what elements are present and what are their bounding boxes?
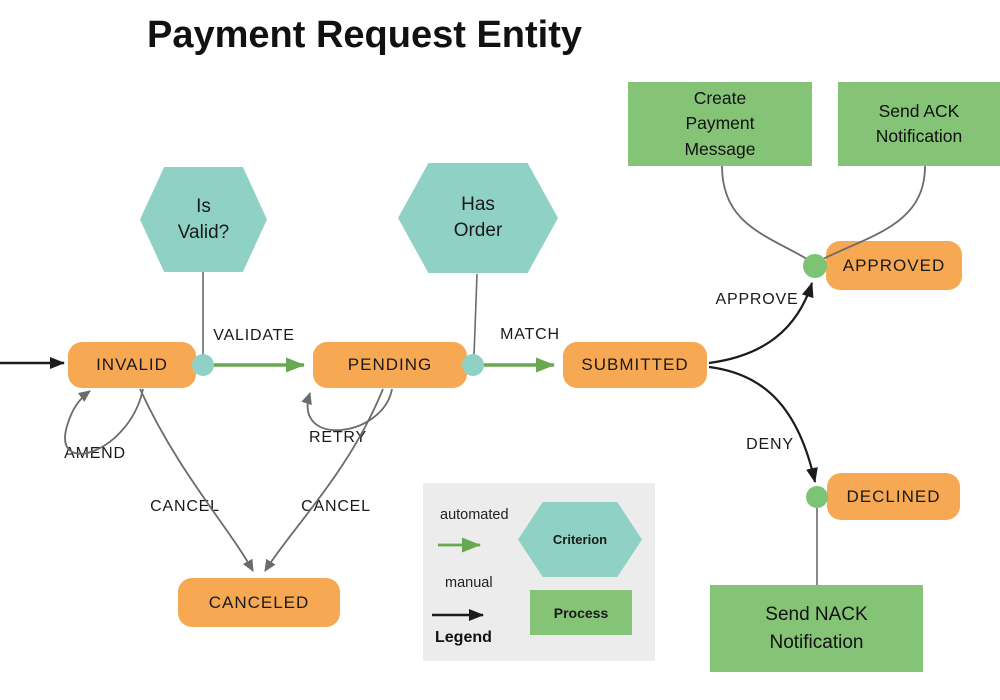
- state-declined: DECLINED: [827, 473, 960, 520]
- criterion-is-valid: Is Valid?: [140, 167, 267, 272]
- arrow-deny: [708, 365, 818, 483]
- edge-label-cancel-from-invalid: CANCEL: [150, 498, 220, 515]
- state-invalid: INVALID: [68, 342, 196, 388]
- edge-label-deny: DENY: [746, 436, 794, 453]
- arrow-cancel-from-pending: [264, 388, 384, 572]
- legend-panel: automated manual Criterion Process Legen…: [423, 483, 655, 661]
- connector-create-payment-to-approved: [721, 165, 808, 260]
- legend-automated-label: automated: [440, 507, 509, 523]
- junction-approved-dot: [803, 254, 827, 278]
- edge-label-approve: APPROVE: [715, 291, 799, 308]
- arrow-cancel-from-invalid: [139, 388, 254, 572]
- state-canceled: CANCELED: [178, 578, 340, 627]
- edge-label-retry: RETRY: [309, 429, 367, 446]
- state-approved: APPROVED: [826, 241, 962, 290]
- loop-retry: [301, 388, 393, 432]
- process-send-ack-notification: Send ACK Notification: [838, 82, 1000, 166]
- process-create-payment-message: Create Payment Message: [628, 82, 812, 166]
- legend-criterion-sample: Criterion: [518, 502, 642, 577]
- legend-manual-label: manual: [445, 575, 493, 591]
- criterion-has-order: Has Order: [398, 163, 558, 273]
- legend-title: Legend: [435, 629, 492, 646]
- process-send-nack-notification: Send NACK Notification: [710, 585, 923, 672]
- state-submitted: SUBMITTED: [563, 342, 707, 388]
- edge-label-cancel-from-pending: CANCEL: [301, 498, 371, 515]
- diagram-title: Payment Request Entity: [147, 14, 582, 56]
- junction-declined-dot: [806, 486, 828, 508]
- edge-label-match: MATCH: [500, 326, 560, 343]
- edge-label-amend: AMEND: [64, 445, 126, 462]
- edge-label-validate: VALIDATE: [213, 327, 295, 344]
- stem-has-order: [473, 273, 478, 357]
- legend-process-sample: Process: [530, 590, 632, 635]
- state-pending: PENDING: [313, 342, 467, 388]
